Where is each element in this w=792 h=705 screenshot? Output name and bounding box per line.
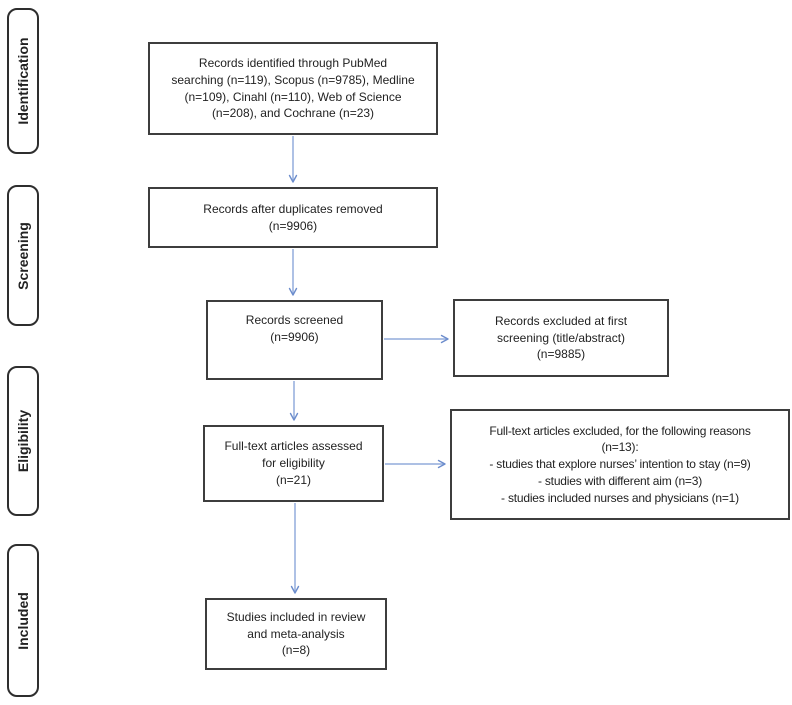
box-records-identified: Records identified through PubMed search… [148,42,438,135]
box-fulltext-excluded-reasons: Full-text articles excluded, for the fol… [450,409,790,520]
stage-screening-label: Screening [15,221,31,290]
stage-included: Included [7,544,39,697]
stage-eligibility: Eligibility [7,366,39,516]
box-records-excluded-first-screening: Records excluded at first screening (tit… [453,299,669,377]
box-records-screened: Records screened (n=9906) [206,300,383,380]
stage-identification-label: Identification [15,37,31,125]
stage-screening: Screening [7,185,39,326]
box-duplicates-removed: Records after duplicates removed (n=9906… [148,187,438,248]
box-studies-included: Studies included in review and meta-anal… [205,598,387,670]
stage-eligibility-label: Eligibility [15,409,31,473]
box-fulltext-assessed: Full-text articles assessed for eligibil… [203,425,384,502]
stage-identification: Identification [7,8,39,154]
stage-included-label: Included [15,591,31,650]
